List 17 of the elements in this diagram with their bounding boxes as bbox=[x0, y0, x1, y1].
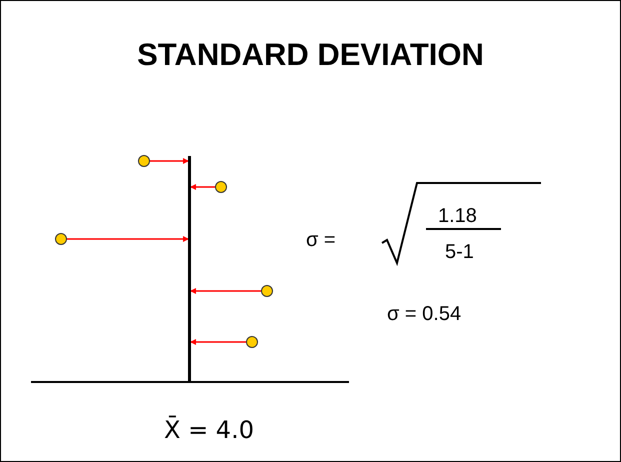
data-point bbox=[138, 155, 150, 167]
denominator: 5-1 bbox=[445, 241, 474, 264]
deviation-arrow bbox=[150, 158, 189, 164]
mean-label: X̄ = 4.0 bbox=[164, 417, 254, 445]
formula-text: σ = bbox=[306, 229, 336, 252]
numerator: 1.18 bbox=[438, 205, 477, 228]
deviation-arrow bbox=[190, 339, 246, 345]
data-point bbox=[55, 233, 67, 245]
slide-title: STANDARD DEVIATION bbox=[136, 37, 485, 73]
deviation-arrow bbox=[67, 236, 189, 242]
data-point bbox=[261, 285, 273, 297]
mean-line bbox=[188, 156, 191, 382]
deviation-arrow bbox=[190, 288, 261, 294]
data-point bbox=[215, 181, 227, 193]
result-text: σ = 0.54 bbox=[387, 303, 462, 326]
deviation-arrow bbox=[190, 184, 215, 190]
data-point bbox=[246, 336, 258, 348]
